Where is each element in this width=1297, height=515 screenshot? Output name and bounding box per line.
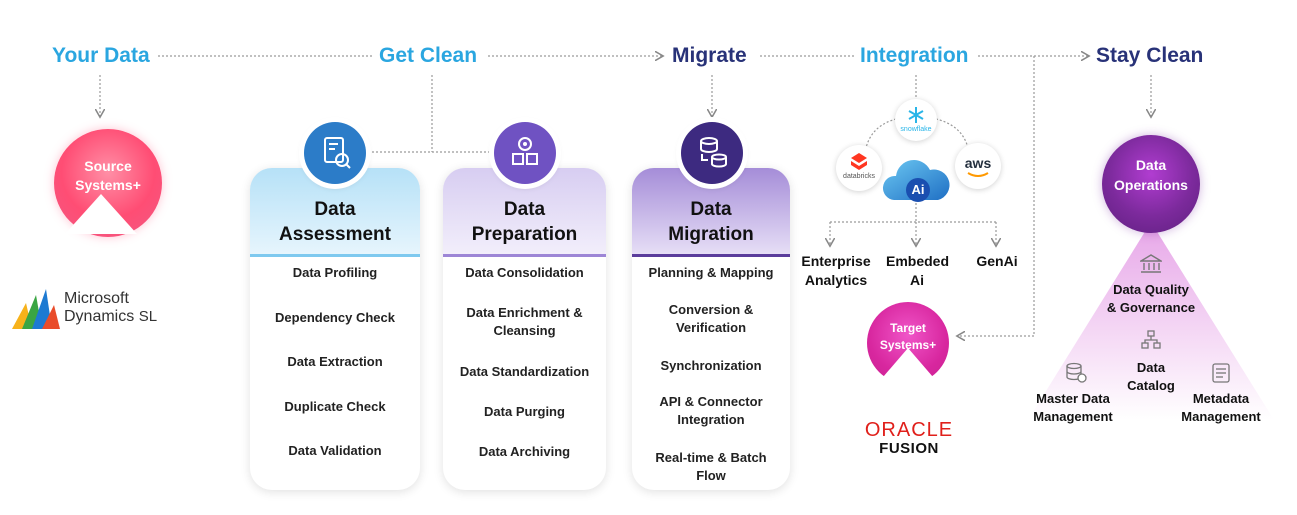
ms-logo-line2: Dynamics — [64, 308, 135, 325]
stage-stay-clean: Stay Clean — [1096, 44, 1204, 67]
snowflake-logo: snowflake — [895, 99, 937, 141]
master-data-management-label: Master Data Management — [1018, 390, 1128, 426]
metadata-management-label: Metadata Management — [1166, 390, 1276, 426]
source-systems-label: Source Systems+ — [54, 157, 162, 195]
assessment-card: Data Assessment Data Profiling Dependenc… — [250, 168, 420, 490]
microsoft-dynamics-logo-icon — [12, 289, 60, 329]
database-migrate-icon — [700, 137, 727, 168]
list-item: Flow — [696, 468, 726, 483]
list-item: Data Enrichment & — [466, 305, 583, 320]
catalog-hierarchy-icon — [1141, 330, 1161, 349]
source-label-line2: Systems+ — [75, 177, 141, 193]
list-item: Integration — [677, 412, 745, 427]
list-item: API & Connector — [659, 394, 763, 409]
enterprise-line2: Analytics — [804, 272, 868, 288]
catalog-line2: Catalog — [1127, 378, 1175, 393]
metadata-stack-icon — [1212, 363, 1230, 383]
migration-card: Data Migration Planning & Mapping Conver… — [632, 168, 790, 490]
embeded-line1: Embeded — [886, 253, 950, 269]
assessment-icon-circle — [304, 122, 366, 184]
fusion-wordmark: FUSION — [879, 440, 939, 457]
ms-logo-line1: Microsoft — [64, 290, 129, 307]
data-catalog-label: Data Catalog — [1121, 359, 1181, 395]
databricks-label: databricks — [843, 173, 875, 180]
target-label-line1: Target — [890, 321, 926, 335]
source-label-line1: Source — [84, 158, 132, 174]
assessment-title-line2: Assessment — [279, 224, 391, 245]
list-item: Conversion & — [668, 302, 754, 317]
snowflake-icon — [908, 107, 924, 123]
preparation-icon-circle — [494, 122, 556, 184]
target-pointer — [877, 348, 939, 384]
aws-smile-icon — [967, 172, 989, 177]
preparation-title-line1: Data — [503, 199, 546, 220]
checklist-search-icon — [324, 137, 351, 169]
metadata-line1: Metadata — [1192, 391, 1250, 406]
master-data-database-icon — [1066, 362, 1087, 383]
embeded-line2: Ai — [910, 272, 924, 288]
stage-your-data: Your Data — [52, 44, 150, 67]
data-operations-circle — [1102, 135, 1200, 233]
ops-line1: Data — [1135, 157, 1167, 173]
assessment-title-line1: Data — [314, 199, 356, 220]
stage-migrate: Migrate — [672, 44, 747, 67]
embeded-ai-label: Embeded Ai — [886, 252, 950, 290]
ops-line2: Operations — [1114, 177, 1188, 193]
databricks-icon — [851, 153, 867, 170]
migration-icon-circle — [681, 122, 743, 184]
master-line2: Management — [1033, 409, 1113, 424]
enterprise-line1: Enterprise — [801, 253, 871, 269]
list-item: Data Profiling — [292, 265, 378, 280]
genai-label: GenAi — [976, 253, 1018, 269]
assessment-title: Data Assessment — [250, 197, 420, 247]
data-operations-label: Data Operations — [1102, 155, 1200, 195]
list-item: Verification — [675, 320, 747, 335]
list-item: Duplicate Check — [284, 399, 386, 414]
migration-title-line1: Data — [690, 199, 732, 220]
enterprise-analytics-label: Enterprise Analytics — [795, 252, 877, 290]
preparation-title-line2: Preparation — [471, 224, 578, 245]
microsoft-dynamics-wordmark: Microsoft Dynamics SL — [64, 290, 157, 326]
list-item: Cleansing — [493, 323, 556, 338]
preparation-divider — [443, 254, 606, 257]
list-item: Data Consolidation — [465, 265, 584, 280]
list-item: Data Purging — [484, 404, 565, 419]
assessment-divider — [250, 254, 420, 257]
list-item: Real-time & Batch — [655, 450, 767, 465]
list-item: Planning & Mapping — [648, 265, 774, 280]
databricks-logo: databricks — [836, 145, 882, 191]
preparation-title: Data Preparation — [443, 197, 606, 247]
list-item: Data Archiving — [478, 444, 571, 459]
aws-logo: aws — [955, 143, 1001, 189]
stage-integration: Integration — [860, 44, 969, 67]
governance-building-icon — [1140, 254, 1162, 273]
ms-logo-suffix: SL — [138, 308, 158, 325]
aws-label: aws — [964, 155, 992, 171]
migration-title: Data Migration — [632, 197, 790, 247]
catalog-line1: Data — [1136, 360, 1166, 375]
oracle-wordmark: ORACLE — [864, 419, 954, 441]
quality-line2: & Governance — [1106, 300, 1196, 315]
gear-blocks-icon — [512, 137, 538, 165]
master-line1: Master Data — [1036, 391, 1110, 406]
migration-title-line2: Migration — [668, 224, 754, 245]
source-pointer — [65, 194, 137, 234]
stage-get-clean: Get Clean — [379, 44, 478, 67]
migration-divider — [632, 254, 790, 257]
data-quality-governance-label: Data Quality & Governance — [1092, 281, 1210, 317]
metadata-line2: Management — [1181, 409, 1261, 424]
list-item: Dependency Check — [275, 310, 395, 325]
snowflake-label: snowflake — [900, 126, 932, 133]
quality-line1: Data Quality — [1113, 282, 1189, 297]
list-item: Data Standardization — [459, 364, 590, 379]
ai-badge: Ai — [906, 178, 930, 202]
list-item: Data Extraction — [287, 354, 383, 369]
list-item: Synchronization — [660, 358, 762, 373]
list-item: Data Validation — [288, 443, 382, 458]
preparation-card: Data Preparation Data Consolidation Data… — [443, 168, 606, 490]
